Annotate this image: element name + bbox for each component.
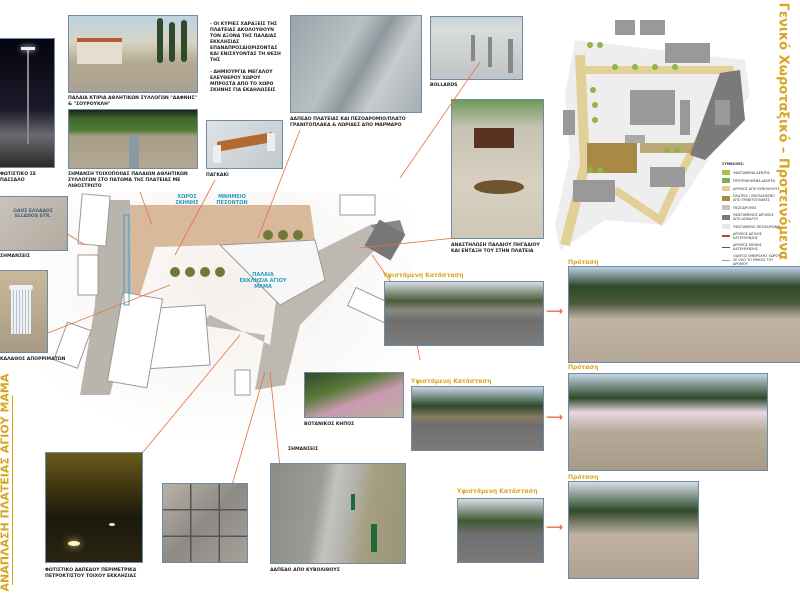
- proposal-photo-2: [568, 373, 768, 471]
- legend-item: ΥΦΙΣΤΑΜΕΝΟ ΠΕΖΟΔΡΟΜΙΟ: [722, 224, 782, 229]
- design-notes: - ΟΙ ΚΥΡΙΕΣ ΧΑΡΑΞΕΙΣ ΤΗΣ ΠΛΑΤΕΙΑΣ ΑΚΟΛΟΥ…: [210, 22, 282, 94]
- botanical-garden-photo: [304, 372, 404, 418]
- caption-cobble-floor: ΔΑΠΕΔΟ ΑΠΟ ΚΥΒΟΛΙΘΟΥΣ: [270, 568, 340, 573]
- arrow-icon: ⟶: [546, 410, 564, 424]
- caption-signs-bottom: ΣΗΜΑΝΣΕΙΣ: [288, 447, 319, 452]
- design-note: - ΔΗΜΙΟΥΡΓΙΑ ΜΕΓΑΛΟΥ ΕΛΕΥΘΕΡΟΥ ΧΩΡΟΥ ΜΠΡ…: [210, 70, 276, 93]
- grass-paving-photo: [68, 109, 198, 169]
- caption-litter-bin: ΚΑΛΑΘΟΣ ΑΠΟΡΡΙΜΑΤΩΝ: [0, 357, 66, 362]
- legend-item: ΔΡΟΜΟΣ ΑΠΟ ΚΥΒΟΛΙΘΟΥΣ: [722, 186, 782, 191]
- cobble-floor-photo: [270, 463, 406, 564]
- caption-old-buildings: ΠΑΛΑΙΑ ΚΤΙΡΙΑ ΑΘΛΗΤΙΚΩΝ ΣΥΛΛΟΓΩΝ "ΔΑΦΝΗΣ…: [68, 96, 198, 107]
- legend-label: ΥΦΙΣΤΑΜΕΝΟ ΠΕΖΟΔΡΟΜΙΟ: [733, 224, 780, 229]
- general-site-plan: [555, 20, 750, 250]
- legend-label: ΠΛΑΤΕΙΑ / ΣΚΕΠΑΣΜΕΝΟ ΑΠΟ ΓΡΑΝΙΤΟΠΛΑΚΕΣ: [733, 194, 775, 202]
- legend-item: ΥΦΙΣΤΑΜΕΝΟΣ ΔΡΟΜΟΣ ΑΠΟ ΑΣΦΑΛΤΟ: [722, 213, 782, 221]
- proposal-photo-1: [568, 266, 800, 363]
- bollards-photo: [430, 16, 523, 80]
- proposal-label-2: Πρόταση: [568, 364, 599, 371]
- existing-label-2: Υφιστάμενη Κατάσταση: [411, 378, 492, 385]
- legend-swatch: [722, 186, 730, 191]
- arrow-icon: ⟶: [546, 520, 564, 534]
- caption-bollards: BOLLARDS: [430, 83, 458, 88]
- caption-botanical: ΒΟΤΑΝΙΚΟΣ ΚΗΠΟΣ: [304, 422, 355, 427]
- old-buildings-photo: [68, 15, 198, 93]
- caption-footprint-marking: ΣΗΜΑΝΣΗ ΤΟΙΧΟΠΟΙΙΑΣ ΠΑΛΑΙΩΝ ΑΘΛΗΤΙΚΩΝ ΣΥ…: [68, 172, 188, 189]
- existing-label-1: Υφιστάμενη Κατάσταση: [383, 272, 464, 279]
- left-title-rule: [12, 395, 13, 585]
- litter-bin-photo: [0, 270, 48, 353]
- proposal-photo-3: [568, 481, 699, 579]
- granite-cobbles-photo: [162, 483, 248, 563]
- street-sign-photo: ΟΔΟΣ ΕΛΛΑΔΟΣ ELLADOS STR.: [0, 196, 68, 251]
- legend-swatch: [722, 259, 730, 261]
- left-vertical-title: ΑΝΑΠΛΑΣΗ ΠΛΑΤΕΙΑΣ ΑΓΙΟΥ ΜΑΜΑ: [0, 373, 12, 592]
- sign-text: ΟΔΟΣ ΕΛΛΑΔΟΣ ELLADOS STR.: [13, 209, 53, 219]
- legend-item: ΠΕΖΟΔΡΟΜΙΟ: [722, 205, 782, 210]
- plan-label-stage: ΧΩΡΟΣ ΣΚΗΝΗΣ: [175, 194, 199, 206]
- legend-item: ΔΡΟΜΟΣ ΜΟΝΗΣ ΚΑΤΕΥΘΥΝΣΗΣ: [722, 243, 782, 251]
- legend-label: ΟΔΗΓΟΣ ΕΜΒΡΟΧΗΣ ΧΩΡΟΥ ΣΕ ΟΛΟ ΤΟ ΜΗΚΟΣ ΤΟ…: [733, 254, 781, 266]
- legend-swatch: [722, 170, 730, 175]
- well-photo: [451, 99, 544, 239]
- legend-swatch: [722, 178, 730, 183]
- legend-item: ΠΛΑΤΕΙΑ / ΣΚΕΠΑΣΜΕΝΟ ΑΠΟ ΓΡΑΝΙΤΟΠΛΑΚΕΣ: [722, 194, 782, 202]
- caption-well: ΑΝΑΣΤΗΛΩΣΗ ΠΑΛΑΙΟΥ ΠΗΓΑΔΙΟΥ ΚΑΙ ΕΝΤΑΞΗ Τ…: [451, 243, 540, 254]
- existing-photo-3: [457, 498, 544, 563]
- proposal-label-1: Πρόταση: [568, 259, 599, 266]
- floor-light-photo: [45, 452, 143, 563]
- caption-marble-floor: ΔΑΠΕΔΟ ΠΛΑΤΕΙΑΣ ΚΑΙ ΠΕΖΟΔΡΟΜΙΟ/ΠΛΑΤΟ ΓΡΑ…: [290, 117, 406, 128]
- legend-item: ΥΦΙΣΤΑΜΕΝΑ ΔΕΝΤΡΑ: [722, 170, 782, 175]
- legend-swatch: [722, 235, 730, 237]
- plan-legend: ΣΥΜΒΟΛΕΣ: ΥΦΙΣΤΑΜΕΝΑ ΔΕΝΤΡΑ ΠΡΟΤΕΙΝΟΜΕΝΑ…: [722, 162, 782, 269]
- legend-label: ΠΡΟΤΕΙΝΟΜΕΝΑ ΔΕΝΤΡΑ: [733, 178, 776, 183]
- caption-pole-light: ΦΩΤΙΣΤΙΚΟ ΣΕ ΠΑΣΣΑΛΟ: [0, 172, 36, 183]
- legend-label: ΔΡΟΜΟΣ ΜΟΝΗΣ ΚΑΤΕΥΘΥΝΣΗΣ: [733, 243, 762, 251]
- legend-swatch: [722, 205, 730, 210]
- bench-photo: [206, 120, 283, 169]
- existing-label-3: Υφιστάμενη Κατάσταση: [457, 488, 538, 495]
- legend-label: ΥΦΙΣΤΑΜΕΝΑ ΔΕΝΤΡΑ: [733, 170, 770, 175]
- legend-swatch: [722, 224, 730, 229]
- existing-photo-1: [384, 281, 544, 346]
- arrow-icon: ⟶: [546, 304, 564, 318]
- existing-photo-2: [411, 386, 544, 451]
- legend-item: ΔΡΟΜΟΣ ΔΙΠΛΗΣ ΚΑΤΕΥΘΥΝΣΗΣ: [722, 232, 782, 240]
- proposal-label-3: Πρόταση: [568, 474, 599, 481]
- marble-floor-photo: [290, 15, 422, 113]
- legend-label: ΔΡΟΜΟΣ ΑΠΟ ΚΥΒΟΛΙΘΟΥΣ: [733, 186, 780, 191]
- legend-title: ΣΥΜΒΟΛΕΣ:: [722, 162, 745, 166]
- design-note: - ΟΙ ΚΥΡΙΕΣ ΧΑΡΑΞΕΙΣ ΤΗΣ ΠΛΑΤΕΙΑΣ ΑΚΟΛΟΥ…: [210, 22, 281, 63]
- legend-swatch: [722, 214, 730, 220]
- legend-swatch: [722, 195, 730, 201]
- pole-light-photo: [0, 38, 55, 168]
- legend-label: ΠΕΖΟΔΡΟΜΙΟ: [733, 205, 757, 210]
- legend-item: ΟΔΗΓΟΣ ΕΜΒΡΟΧΗΣ ΧΩΡΟΥ ΣΕ ΟΛΟ ΤΟ ΜΗΚΟΣ ΤΟ…: [722, 254, 782, 266]
- plan-label-old-church: ΠΑΛΑΙΑ ΕΚΚΛΗΣΙΑ ΑΓΙΟΥ ΜΑΜΑ: [239, 272, 287, 290]
- caption-floor-light: ΦΩΤΙΣΤΙΚΟ ΔΑΠΕΔΟΥ ΠΕΡΙΜΕΤΡΙΚΑ ΠΕΤΡΟΚΤΙΣΤ…: [45, 568, 137, 579]
- plan-label-memorial: ΜΝΗΜΕΙΟ ΠΕΣΟΝΤΩΝ: [216, 194, 248, 206]
- caption-signs-top: ΣΗΜΑΝΣΕΙΣ: [0, 254, 31, 259]
- legend-item: ΠΡΟΤΕΙΝΟΜΕΝΑ ΔΕΝΤΡΑ: [722, 178, 782, 183]
- legend-label: ΥΦΙΣΤΑΜΕΝΟΣ ΔΡΟΜΟΣ ΑΠΟ ΑΣΦΑΛΤΟ: [733, 213, 774, 221]
- legend-label: ΔΡΟΜΟΣ ΔΙΠΛΗΣ ΚΑΤΕΥΘΥΝΣΗΣ: [733, 232, 762, 240]
- legend-swatch: [722, 246, 730, 248]
- caption-bench: ΠΑΓΚΑΚΙ: [206, 173, 229, 178]
